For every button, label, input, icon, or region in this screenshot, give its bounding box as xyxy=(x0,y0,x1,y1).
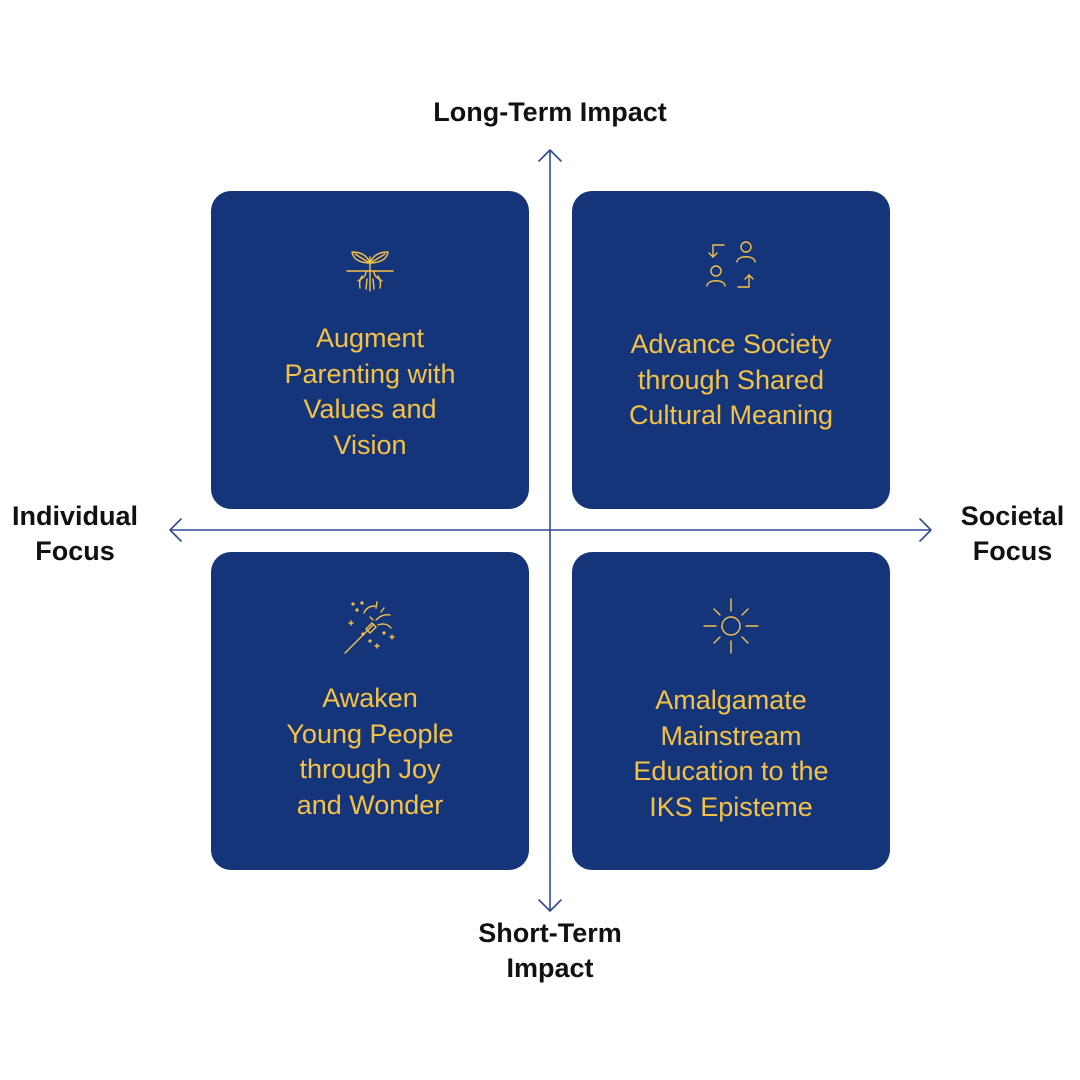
axis-label-long-term-impact: Long-Term Impact xyxy=(390,95,710,130)
quadrant-card-bottom-left: Awaken Young People through Joy and Wond… xyxy=(211,552,529,870)
up-arrowhead xyxy=(538,149,562,162)
quadrant-title-line: Values and xyxy=(303,394,437,424)
axis-label-short-term-impact: Short-Term Impact xyxy=(420,916,680,986)
quadrant-title-line: Young People xyxy=(286,718,454,749)
quadrant-title-line: Advance Society xyxy=(630,329,832,359)
sun-icon xyxy=(701,596,761,656)
quadrant-title-line: through Joy xyxy=(299,754,441,784)
axis-label-individual-focus: Individual Focus xyxy=(0,499,150,569)
axis-label-line: Focus xyxy=(972,536,1053,566)
quadrant-card-bottom-right: Amalgamate Mainstream Education to the I… xyxy=(572,552,890,870)
right-arrowhead xyxy=(919,518,932,542)
quadrant-title-line: Amalgamate xyxy=(655,685,807,715)
axis-label-line: Long-Term Impact xyxy=(433,97,667,127)
quadrant-title-line: Awaken xyxy=(322,683,418,713)
quadrant-title: Awaken Young People through Joy and Wond… xyxy=(227,681,513,823)
quadrant-title-line: IKS Episteme xyxy=(649,791,813,822)
axis-label-line: Societal xyxy=(960,501,1065,531)
axis-label-line: Individual xyxy=(11,501,138,531)
quadrant-title-line: Parenting with xyxy=(284,358,456,389)
quadrant-title-line: and Wonder xyxy=(296,789,444,820)
quadrant-title-line: through Shared xyxy=(637,364,825,395)
quadrant-title: Augment Parenting with Values and Vision xyxy=(227,321,513,463)
quadrant-title-line: Vision xyxy=(333,429,407,460)
quadrant-title-line: Cultural Meaning xyxy=(628,400,834,430)
quadrant-title: Advance Society through Shared Cultural … xyxy=(588,327,874,434)
down-arrowhead xyxy=(538,899,562,912)
axis-label-line: Impact xyxy=(506,953,594,983)
quadrant-card-top-right: Advance Society through Shared Cultural … xyxy=(572,191,890,509)
axis-label-line: Short-Term xyxy=(478,918,622,948)
quadrant-title: Amalgamate Mainstream Education to the I… xyxy=(588,683,874,825)
quadrant-title-line: Augment xyxy=(315,323,425,353)
quadrant-card-top-left: Augment Parenting with Values and Vision xyxy=(211,191,529,509)
left-arrowhead xyxy=(169,518,182,542)
people-exchange-icon xyxy=(701,235,761,295)
quadrant-title-line: Education to the xyxy=(633,756,829,786)
sparkler-icon xyxy=(340,596,400,656)
sprouting-plant-icon xyxy=(340,235,400,295)
quadrant-title-line: Mainstream xyxy=(660,720,802,751)
axis-label-line: Focus xyxy=(35,536,115,566)
axis-label-societal-focus: Societal Focus xyxy=(930,499,1080,569)
